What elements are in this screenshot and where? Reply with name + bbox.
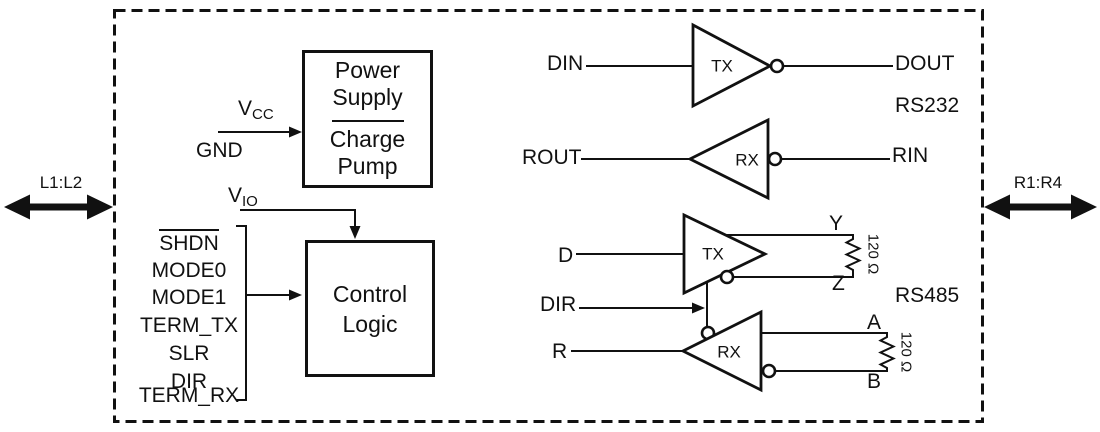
b-inverting-bubble	[761, 363, 777, 379]
rin-pin-label: RIN	[892, 144, 929, 167]
control-pins-arrow	[246, 289, 302, 301]
rs485-rx-gate-label: RX	[717, 342, 741, 362]
rs232-tx-gate-label: TX	[711, 56, 733, 76]
control-pin-term-tx: TERM_TX	[139, 314, 238, 337]
rout-pin-label: ROUT	[522, 146, 582, 169]
control-pin-mode1: MODE1	[151, 286, 227, 309]
a-pin-label: A	[867, 311, 882, 334]
rs485-tx-driver	[576, 212, 862, 296]
y-pin-label: Y	[829, 212, 844, 235]
charge-pump-label-line1: Charge	[329, 126, 406, 152]
vio-pin-label: VIO	[228, 184, 258, 210]
control-pin-mode0: MODE0	[151, 259, 227, 282]
gnd-pin-label: GND	[196, 139, 243, 162]
din-pin-label: DIN	[547, 52, 584, 75]
rs485-rx-termination-resistor	[761, 332, 896, 372]
right-port-double-arrow	[984, 194, 1097, 220]
power-supply-label-line2: Supply	[332, 84, 403, 110]
rs485-rx-termination-value: 120 Ω	[897, 331, 915, 373]
z-pin-label: Z	[832, 272, 845, 295]
control-pins-bracket	[236, 225, 247, 401]
control-pin-dir: DIR	[170, 370, 208, 393]
control-pin-slr: SLR	[168, 342, 210, 365]
z-inverting-bubble	[719, 269, 735, 285]
rs232-rx-gate-label: RX	[735, 150, 759, 170]
rs232-section-label: RS232	[895, 94, 960, 117]
rs485-section-label: RS485	[895, 284, 960, 307]
power-supply-block: Power Supply Charge Pump	[302, 50, 433, 188]
rs232-rx-receiver	[581, 117, 890, 201]
control-pin-shdn: SHDN	[104, 229, 274, 255]
vio-arrow	[240, 209, 361, 239]
r-pin-label: R	[552, 340, 568, 363]
control-pin-term-rx: TERM_RX	[138, 384, 240, 407]
dir-pin-label: DIR	[540, 293, 577, 316]
vcc-arrow	[218, 126, 302, 138]
power-supply-label-line1: Power	[334, 57, 401, 83]
rs232-tx-driver	[586, 22, 893, 109]
b-pin-label: B	[867, 370, 882, 393]
block-divider-line	[331, 120, 404, 122]
right-port-ratio-label: R1:R4	[1013, 173, 1063, 192]
dout-pin-label: DOUT	[895, 52, 955, 75]
rs485-tx-termination-value: 120 Ω	[864, 233, 882, 275]
control-logic-label-line2: Logic	[342, 310, 398, 337]
vcc-pin-label: VCC	[238, 97, 274, 123]
rs485-tx-termination-resistor	[726, 234, 862, 278]
left-port-double-arrow	[4, 194, 113, 220]
ic-boundary-dashed-box	[113, 9, 984, 423]
rs485-tx-gate-label: TX	[702, 244, 724, 264]
left-port-ratio-label: L1:L2	[39, 173, 83, 192]
control-logic-block: Control Logic	[305, 240, 435, 377]
dir-enable-lines	[579, 283, 716, 341]
charge-pump-label-line2: Pump	[337, 153, 398, 179]
d-pin-label: D	[558, 244, 574, 267]
rs485-rx-receiver	[571, 309, 896, 393]
control-logic-label-line1: Control	[332, 280, 408, 307]
